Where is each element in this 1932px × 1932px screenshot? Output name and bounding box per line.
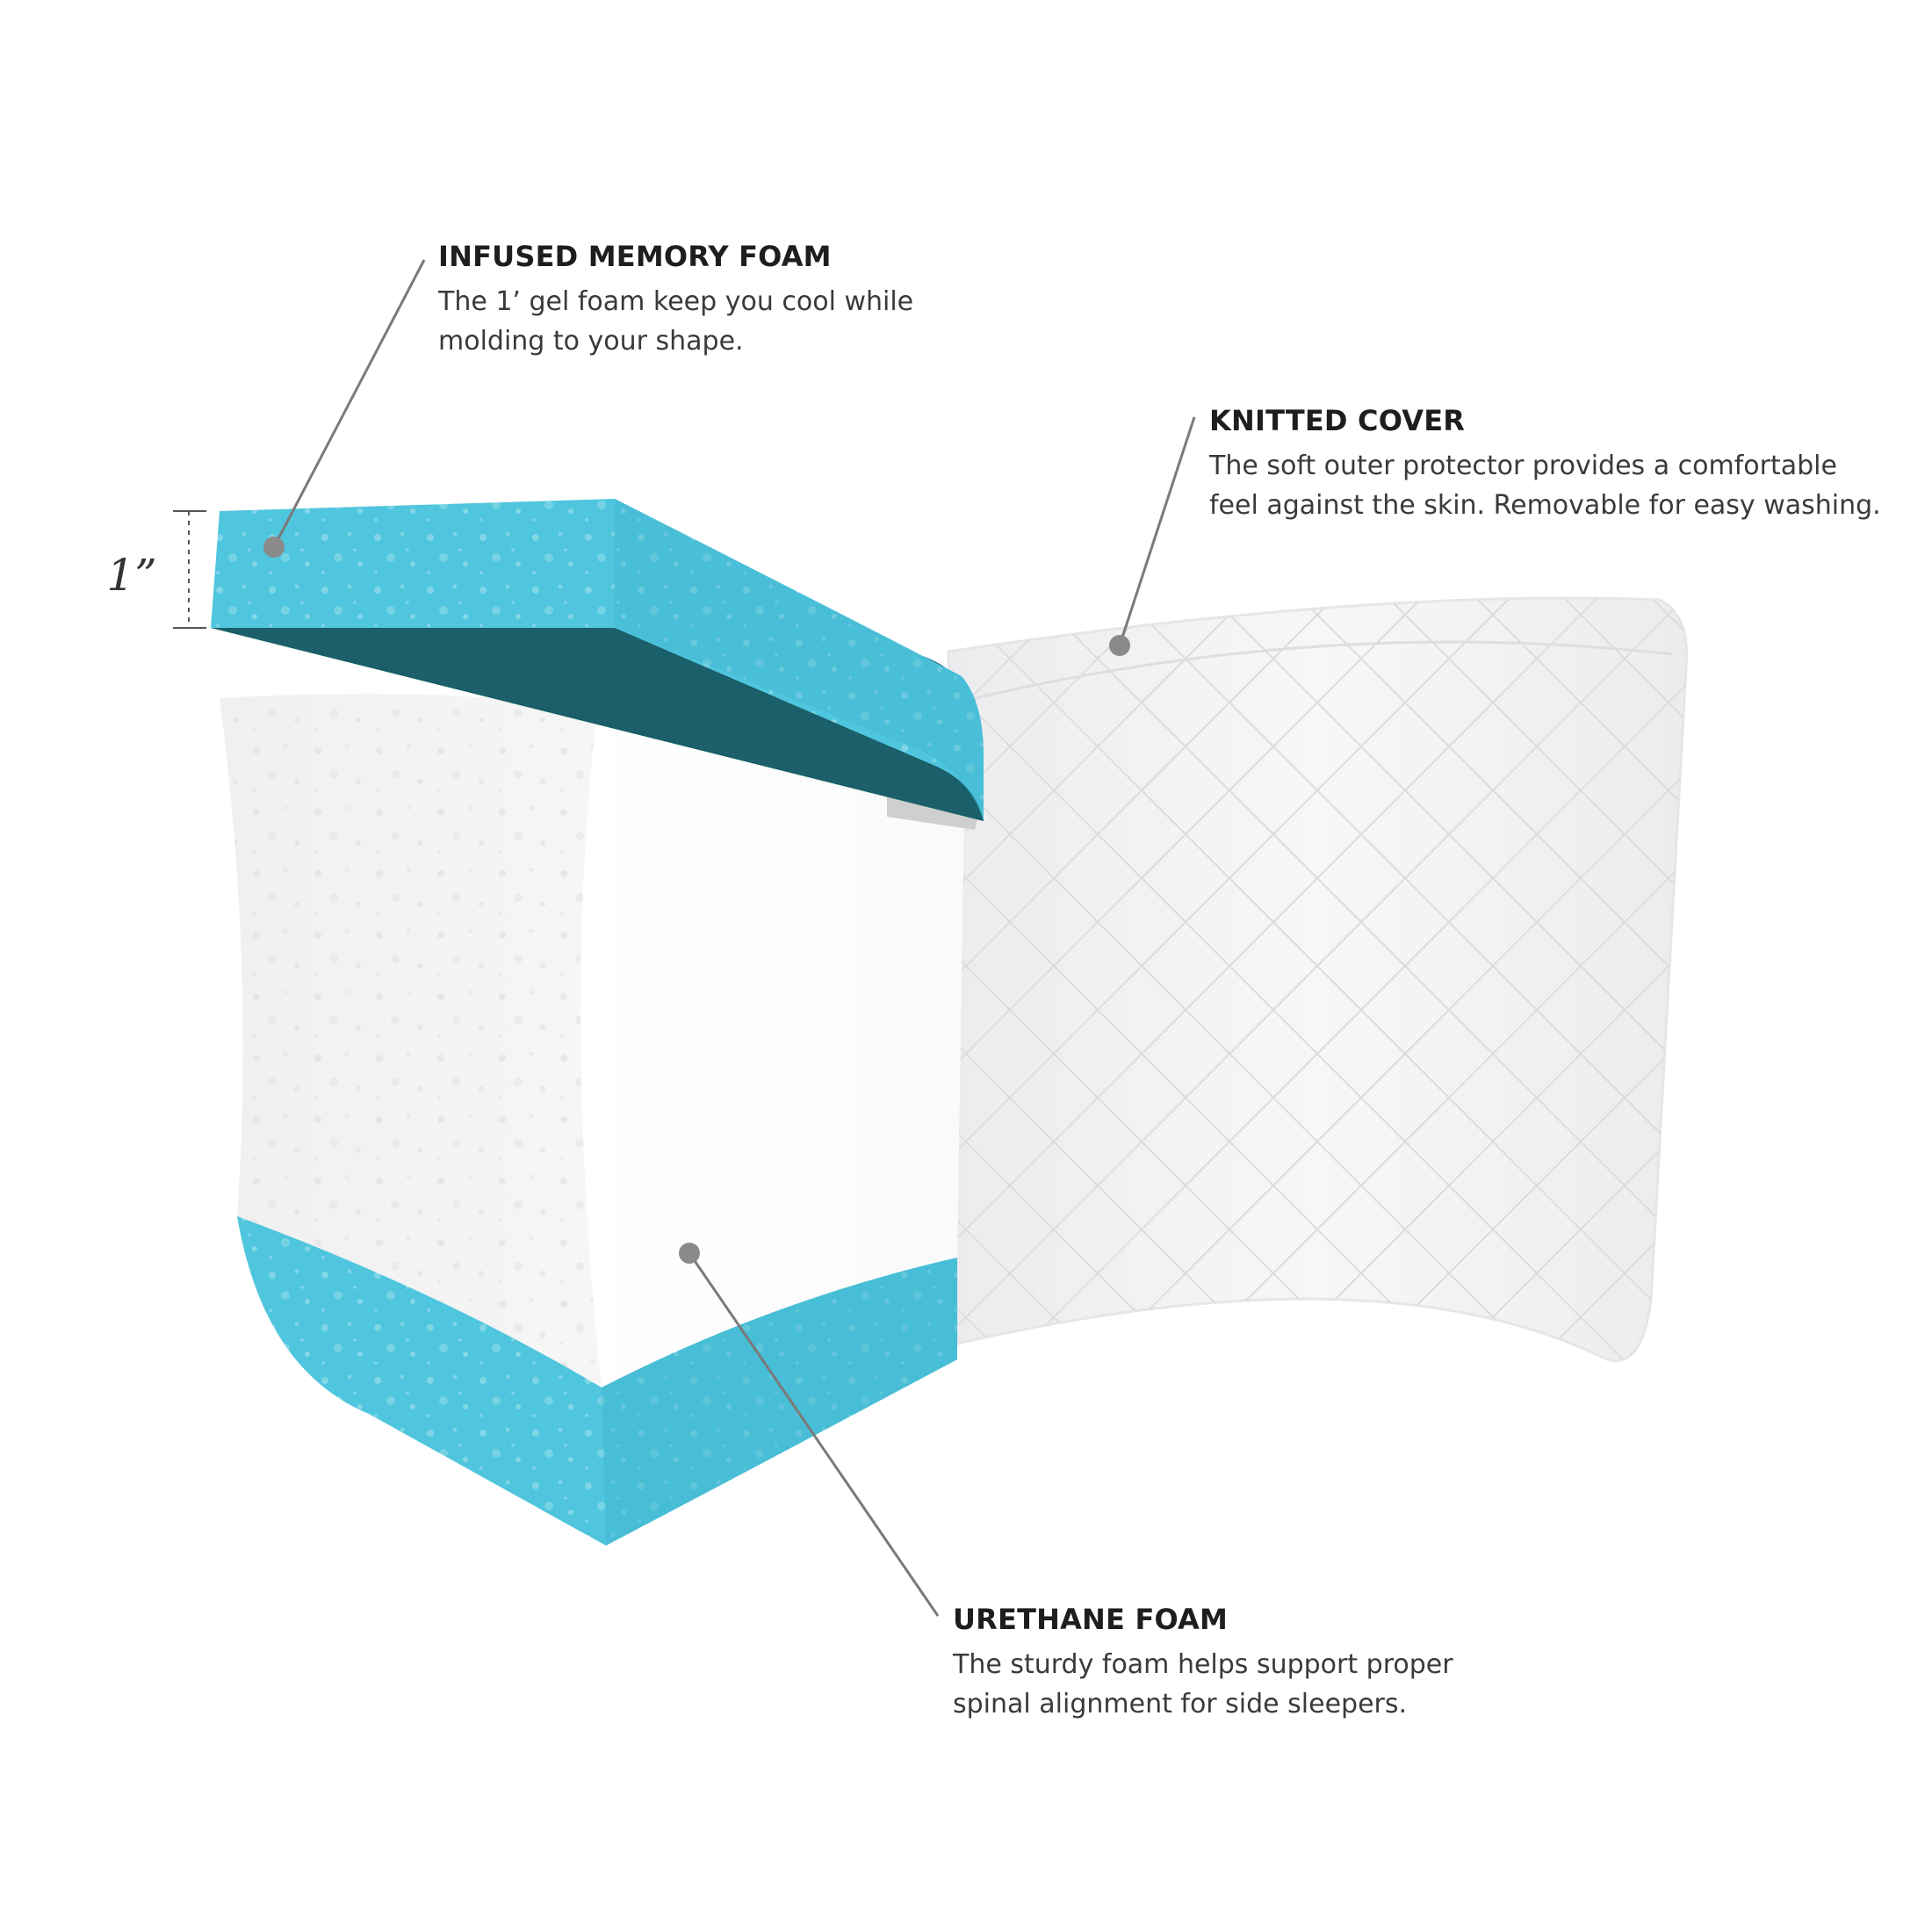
knitted-cover-marker-dot bbox=[1109, 635, 1130, 656]
knitted-cover-callout: KNITTED COVER The soft outer protector p… bbox=[1209, 404, 1912, 525]
urethane-foam-description: The sturdy foam helps support proper spi… bbox=[953, 1649, 1453, 1720]
thickness-dimension-marker: 1” bbox=[106, 510, 206, 629]
top-gel-memory-foam-layer bbox=[211, 499, 984, 821]
knitted-cover bbox=[947, 596, 1689, 1362]
urethane-foam-block bbox=[220, 694, 984, 1414]
bottom-gel-foam-layer bbox=[237, 1216, 957, 1546]
urethane-foam-leader bbox=[679, 1243, 940, 1617]
knitted-cover-leader bbox=[1109, 416, 1196, 656]
memory-foam-leader bbox=[263, 259, 426, 558]
urethane-foam-callout: URETHANE FOAM The sturdy foam helps supp… bbox=[953, 1603, 1568, 1724]
knitted-cover-title: KNITTED COVER bbox=[1209, 404, 1466, 437]
memory-foam-description: The 1’ gel foam keep you cool while mold… bbox=[438, 286, 914, 357]
dimension-label: 1” bbox=[106, 550, 156, 601]
memory-foam-callout: INFUSED MEMORY FOAM The 1’ gel foam keep… bbox=[438, 240, 1000, 361]
memory-foam-title: INFUSED MEMORY FOAM bbox=[438, 240, 832, 273]
urethane-foam-title: URETHANE FOAM bbox=[953, 1603, 1229, 1636]
memory-foam-marker-dot bbox=[263, 537, 285, 558]
knitted-cover-description: The soft outer protector provides a comf… bbox=[1209, 451, 1881, 522]
urethane-foam-marker-dot bbox=[679, 1243, 700, 1264]
